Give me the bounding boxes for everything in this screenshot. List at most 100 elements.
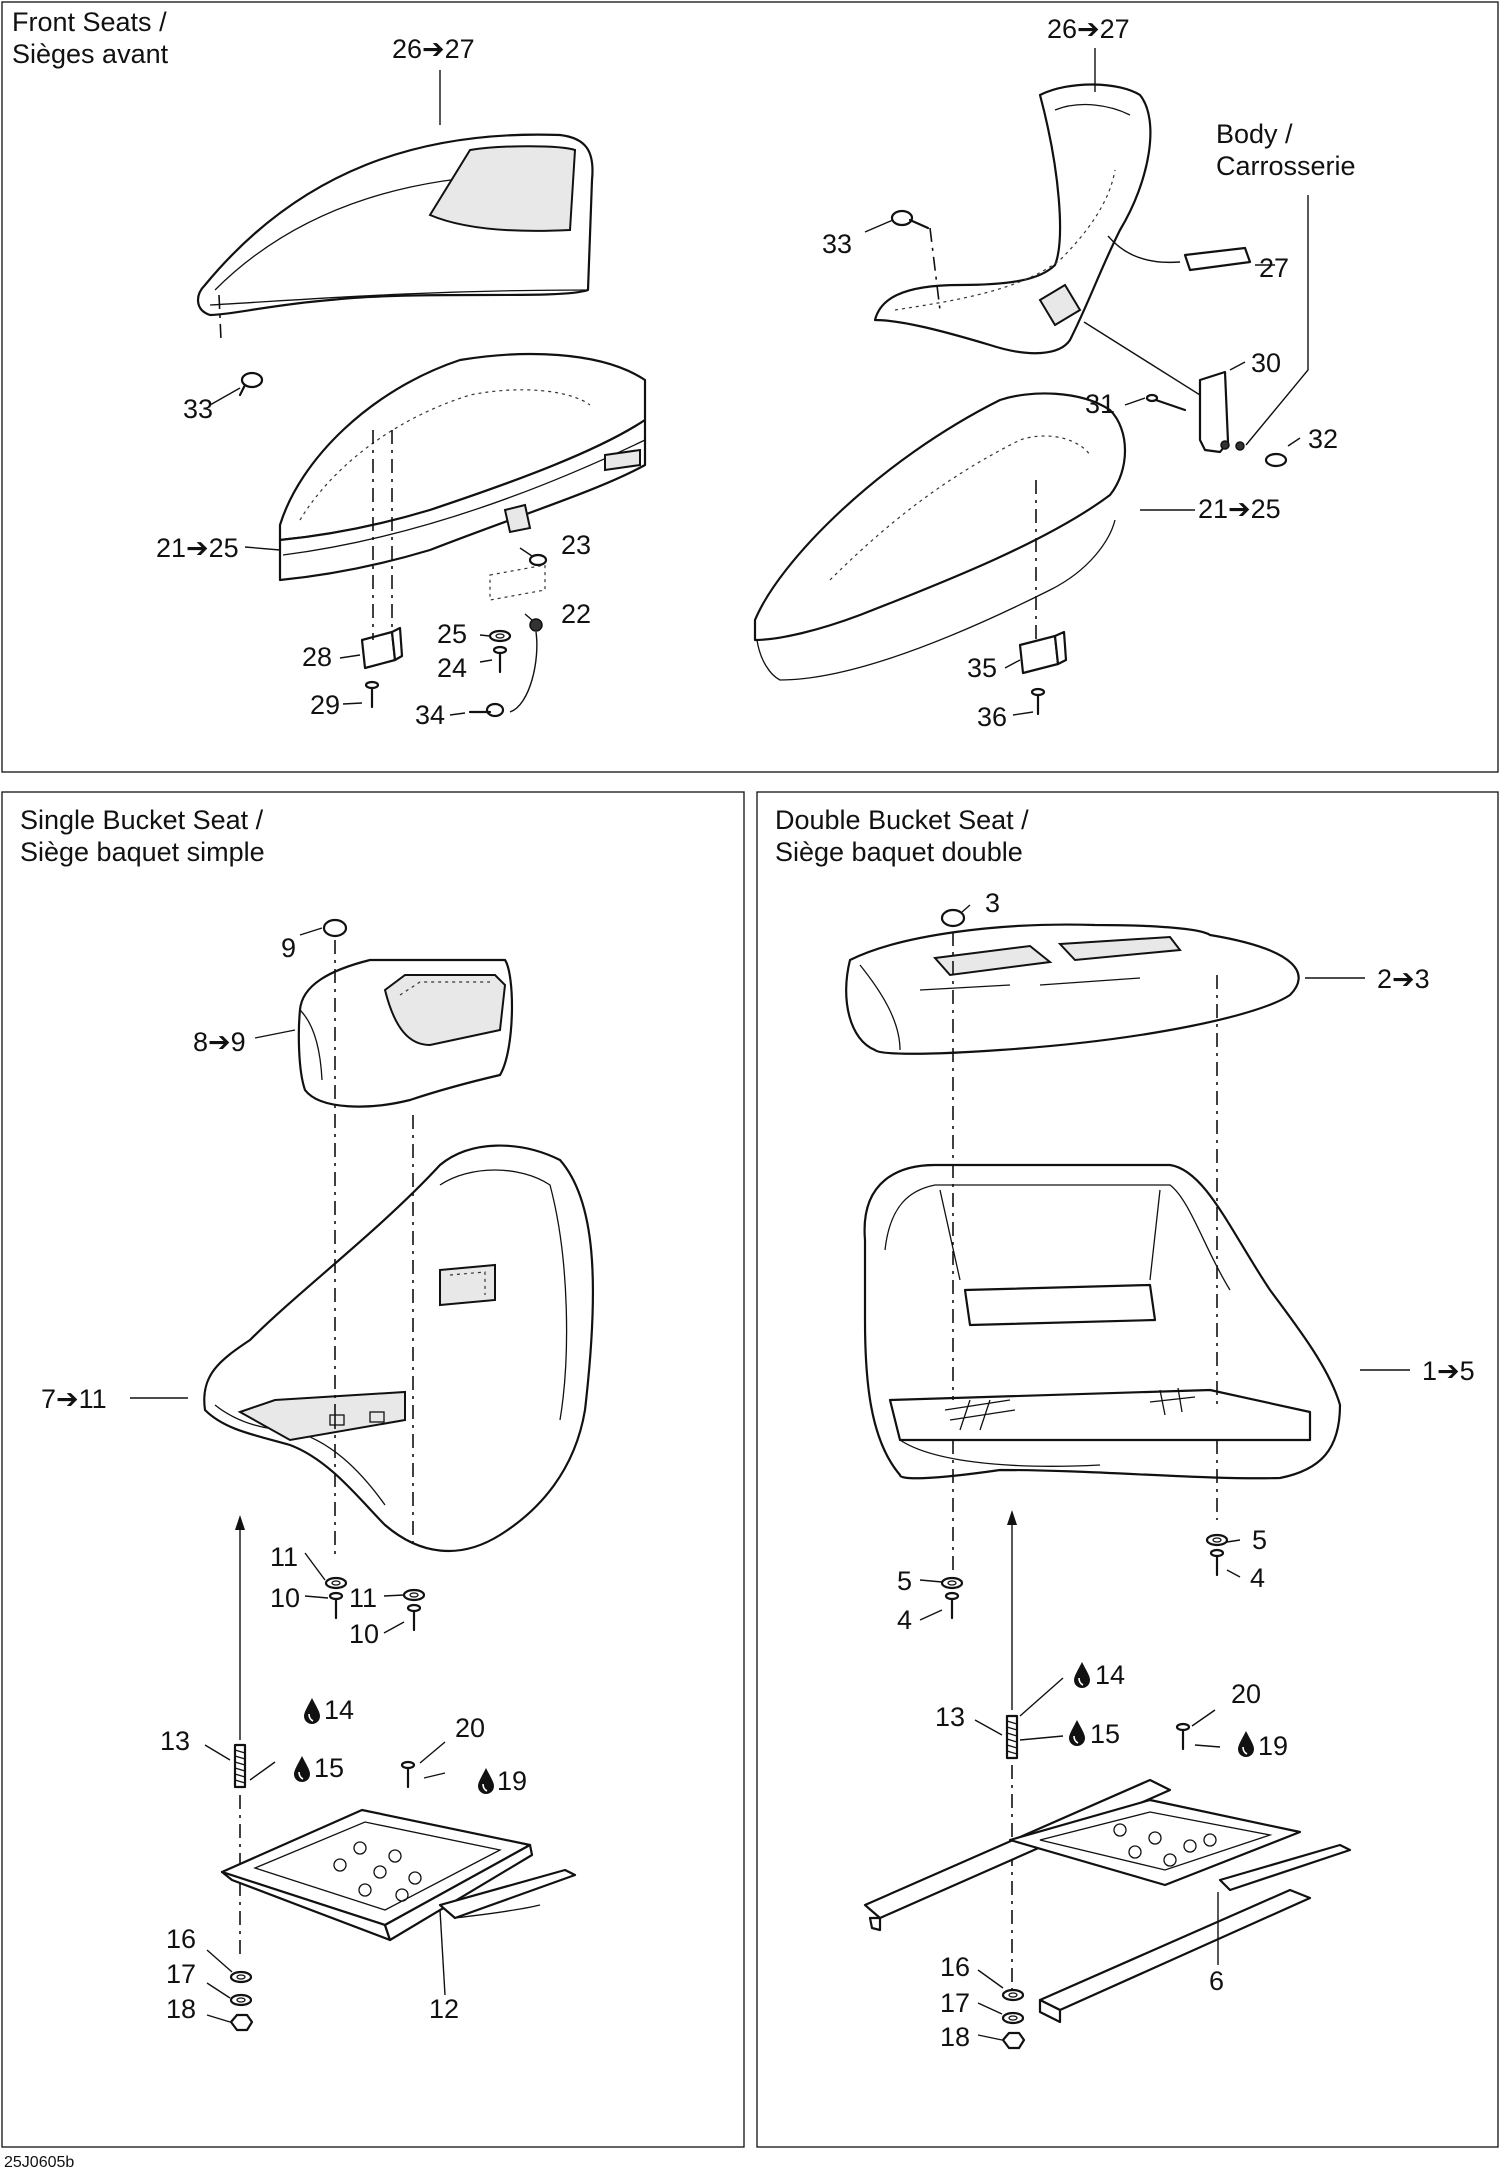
single-seat-base <box>220 1808 577 1942</box>
fastener-33-right <box>890 209 914 227</box>
screw-24 <box>492 645 508 674</box>
callout-17-single: 17 <box>166 1959 196 1989</box>
plug-9 <box>322 918 348 938</box>
washer-11b <box>402 1588 426 1602</box>
callout-33-left: 33 <box>183 394 213 424</box>
stud-13-double <box>1005 1714 1019 1760</box>
callout-30: 30 <box>1251 348 1281 378</box>
drop-icon <box>477 1767 495 1795</box>
callout-25: 25 <box>437 619 467 649</box>
callout-26-27-right: 26➔27 <box>1047 14 1130 44</box>
washer-17-single <box>229 1993 253 2007</box>
front-seat-backrest-left <box>197 133 594 317</box>
nut-22 <box>529 618 543 632</box>
callout-20-double: 20 <box>1231 1679 1261 1709</box>
screw-36 <box>1030 687 1046 716</box>
callout-18-double: 18 <box>940 2022 970 2052</box>
callout-15-single: 15 <box>314 1753 344 1783</box>
front-seats-panel <box>1 1 1499 773</box>
callout-23: 23 <box>561 530 591 560</box>
washer-16-single <box>229 1970 253 1984</box>
callout-10b: 10 <box>349 1619 379 1649</box>
callout-27: 27 <box>1259 253 1289 283</box>
single-bucket-title-line1: Single Bucket Seat / <box>20 805 264 835</box>
front-seat-backrest-right <box>873 83 1152 355</box>
callout-13-single: 13 <box>160 1726 190 1756</box>
screw-20-double <box>1175 1722 1191 1751</box>
callout-28: 28 <box>302 642 332 672</box>
screw-4a <box>944 1591 960 1620</box>
single-bucket-title-line2: Siège baquet simple <box>20 837 265 867</box>
double-bucket-panel <box>756 791 1499 2148</box>
drawing-code: 25J0605b <box>4 2154 75 2171</box>
body-label-line2: Carrosserie <box>1216 151 1356 181</box>
drop-icon <box>1073 1661 1091 1689</box>
callout-21-25-right: 21➔25 <box>1198 494 1281 524</box>
double-bucket-title-line1: Double Bucket Seat / <box>775 805 1029 835</box>
callout-14-single: 14 <box>324 1695 354 1725</box>
callout-19-double: 19 <box>1258 1731 1288 1761</box>
front-seats-title: Front Seats / Sièges avant <box>12 6 168 70</box>
front-seats-title-line2: Sièges avant <box>12 39 169 69</box>
screw-20-single <box>400 1760 416 1789</box>
callout-5a: 5 <box>897 1566 912 1596</box>
bracket-30 <box>1198 370 1230 454</box>
double-bucket-title-line2: Siège baquet double <box>775 837 1023 867</box>
drop-icon <box>1237 1730 1255 1758</box>
callout-19-single: 19 <box>497 1766 527 1796</box>
nut-18-double <box>1001 2031 1026 2050</box>
callout-36: 36 <box>977 702 1007 732</box>
callout-17-double: 17 <box>940 1988 970 2018</box>
washer-16-double <box>1001 1988 1025 2002</box>
callout-24: 24 <box>437 653 467 683</box>
callout-10a: 10 <box>270 1583 300 1613</box>
screw-10b <box>406 1603 422 1632</box>
single-headrest <box>297 958 514 1108</box>
drop-icon <box>293 1755 311 1783</box>
drop-icon <box>1068 1719 1086 1747</box>
callout-31: 31 <box>1085 389 1115 419</box>
callout-29: 29 <box>310 690 340 720</box>
callout-11b: 11 <box>349 1583 377 1613</box>
callout-4b: 4 <box>1250 1563 1265 1593</box>
callout-1-5: 1➔5 <box>1422 1356 1475 1386</box>
washer-5a <box>940 1576 964 1590</box>
callout-12: 12 <box>429 1994 459 2024</box>
washer-17-double <box>1001 2011 1025 2025</box>
front-seat-cushion-right <box>753 392 1126 681</box>
front-seats-title-line1: Front Seats / <box>12 7 167 37</box>
double-headrest <box>845 923 1300 1055</box>
screw-29 <box>364 680 380 709</box>
callout-35: 35 <box>967 653 997 683</box>
double-seat-base <box>863 1778 1352 2024</box>
callout-14-double: 14 <box>1095 1660 1125 1690</box>
front-seat-bracket-left <box>360 626 404 670</box>
stud-13-single <box>233 1743 247 1789</box>
screw-10a <box>328 1591 344 1620</box>
single-bucket-title: Single Bucket Seat / Siège baquet simple <box>20 804 265 868</box>
callout-5b: 5 <box>1252 1525 1267 1555</box>
plug-3 <box>940 908 966 928</box>
body-label: Body / Carrosserie <box>1216 118 1356 182</box>
screw-34 <box>468 702 505 718</box>
cap-23 <box>528 553 548 567</box>
callout-3: 3 <box>985 888 1000 918</box>
washer-5b <box>1205 1533 1229 1547</box>
double-bucket-title: Double Bucket Seat / Siège baquet double <box>775 804 1029 868</box>
callout-8-9: 8➔9 <box>193 1027 246 1057</box>
callout-18-single: 18 <box>166 1994 196 2024</box>
washer-32 <box>1264 452 1288 468</box>
drop-icon <box>303 1697 321 1725</box>
callout-34: 34 <box>415 700 445 730</box>
callout-9: 9 <box>281 933 296 963</box>
callout-7-11: 7➔11 <box>41 1384 107 1414</box>
callout-2-3: 2➔3 <box>1377 964 1430 994</box>
fastener-33-left <box>240 371 264 389</box>
callout-15-double: 15 <box>1090 1719 1120 1749</box>
callout-13-double: 13 <box>935 1702 965 1732</box>
callout-16-double: 16 <box>940 1952 970 1982</box>
front-seat-strap-left <box>604 448 641 472</box>
callout-16-single: 16 <box>166 1924 196 1954</box>
callouts: 26➔27 33 21➔25 23 22 25 24 28 29 34 26➔2… <box>41 14 1475 2052</box>
